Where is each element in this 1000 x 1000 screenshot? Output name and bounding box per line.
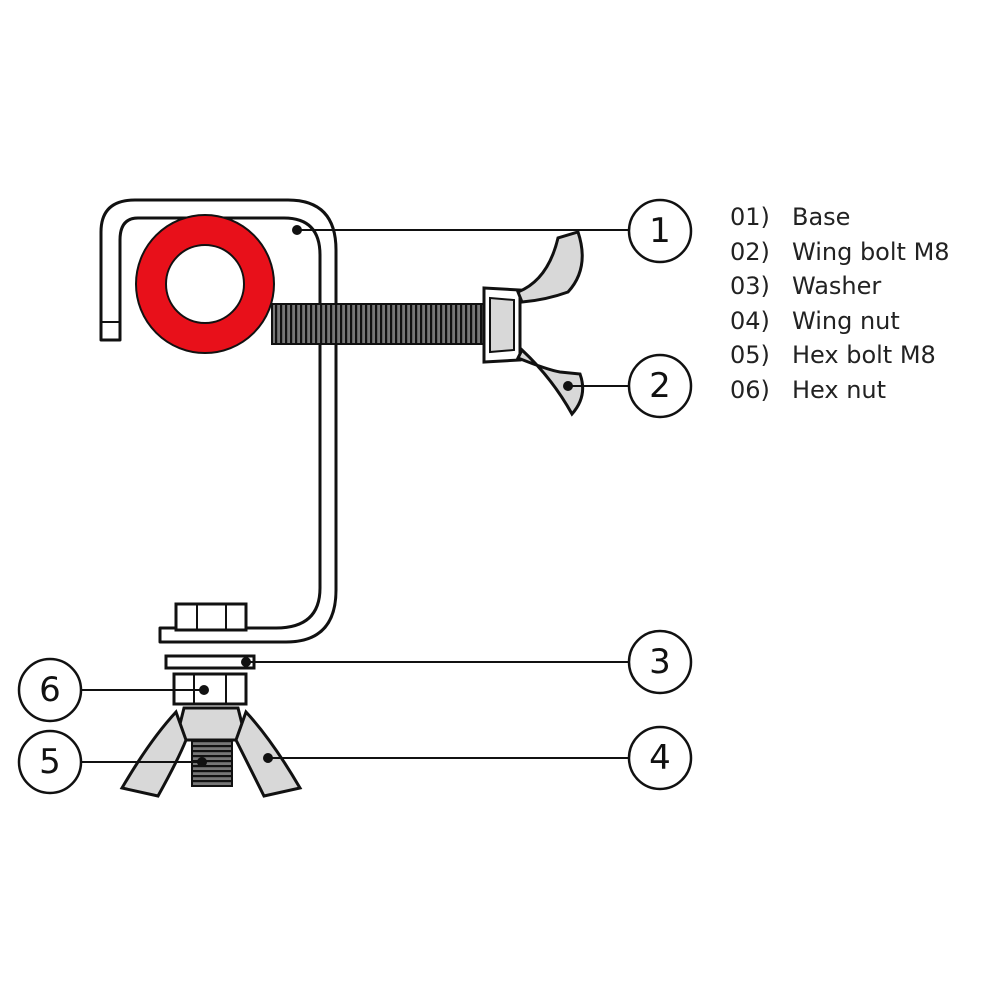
legend-label: Hex nut bbox=[792, 375, 887, 404]
wing-bolt bbox=[271, 230, 585, 417]
parts-legend: 01) Base 02) Wing bolt M8 03) Washer 04) Win… bbox=[730, 200, 950, 407]
legend-code: 02) bbox=[730, 237, 770, 266]
callout-3-label: 3 bbox=[649, 642, 671, 682]
legend-label: Wing nut bbox=[792, 306, 900, 335]
legend-item: 05) Hex bolt M8 bbox=[730, 338, 950, 373]
legend-code: 03) bbox=[730, 272, 770, 300]
base-hook bbox=[99, 198, 338, 644]
legend-item: 03) Washer bbox=[730, 269, 950, 304]
callout-5: 5 bbox=[17, 729, 83, 795]
callout-2-label: 2 bbox=[649, 366, 671, 406]
callout-5-label: 5 bbox=[39, 742, 61, 782]
legend-code: 05) bbox=[730, 341, 770, 369]
legend-code: 06) bbox=[730, 375, 770, 404]
legend-item: 06) Hex nut bbox=[730, 373, 950, 408]
callout-6: 6 bbox=[17, 657, 83, 723]
legend-code: 01) bbox=[730, 203, 770, 231]
callout-4-label: 4 bbox=[649, 738, 671, 778]
legend-label: Wing bolt M8 bbox=[792, 237, 950, 266]
legend-label: Hex bolt M8 bbox=[792, 341, 936, 369]
washer bbox=[164, 654, 256, 670]
callout-6-label: 6 bbox=[39, 670, 61, 710]
legend-label: Base bbox=[792, 203, 851, 231]
callout-4: 4 bbox=[627, 725, 693, 791]
leader-lines bbox=[82, 229, 628, 763]
callout-2: 2 bbox=[627, 353, 693, 419]
legend-item: 02) Wing bolt M8 bbox=[730, 235, 950, 270]
callout-1-label: 1 bbox=[649, 211, 671, 251]
callout-3: 3 bbox=[627, 629, 693, 695]
tube-cross-section bbox=[135, 214, 275, 354]
callout-1: 1 bbox=[627, 198, 693, 264]
legend-code: 04) bbox=[730, 306, 770, 335]
leader-dots bbox=[197, 225, 573, 767]
hex-bolt-head bbox=[174, 602, 248, 632]
legend-item: 01) Base bbox=[730, 200, 950, 235]
legend-label: Washer bbox=[792, 272, 882, 300]
legend-item: 04) Wing nut bbox=[730, 304, 950, 339]
